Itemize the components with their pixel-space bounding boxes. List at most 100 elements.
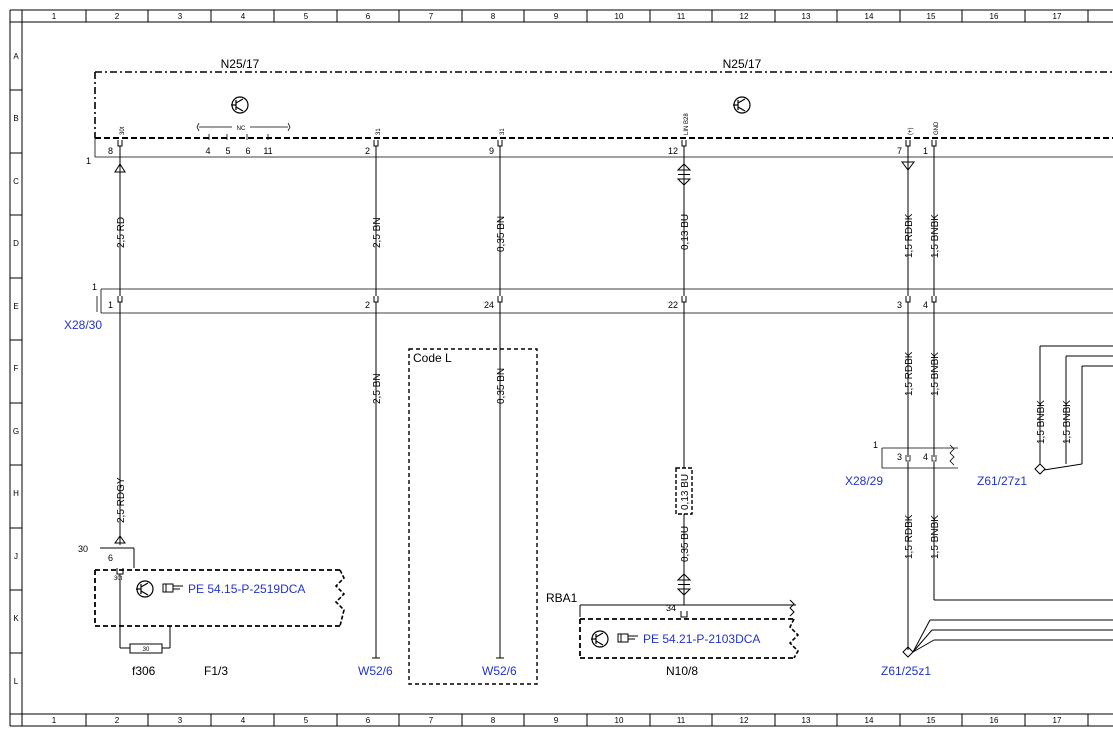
wire-label: 2,5 BN <box>372 373 383 404</box>
row-label-a: A <box>13 52 19 61</box>
component-label-z61-27z1[interactable]: Z61/27z1 <box>977 474 1027 488</box>
col-label-12: 12 <box>740 12 749 21</box>
pin-number: 34 <box>666 603 676 613</box>
wire-label: 0,35 BU <box>680 526 691 562</box>
pin-number: 11 <box>263 146 272 156</box>
pin-signal-lin: LIN B28 <box>684 113 690 135</box>
pin-marks-x28-30 <box>117 296 937 303</box>
col-label-11: 11 <box>677 12 686 21</box>
col-label-7: 7 <box>429 716 434 725</box>
pin-signal-plus: (+) <box>908 127 914 135</box>
plug-symbols <box>114 161 915 596</box>
component-label-n25-17: N25/17 <box>221 57 260 71</box>
wire-label: 1,5 RDBK <box>904 213 915 258</box>
splice-z61-25z1 <box>902 619 1113 658</box>
pointing-hand-icon <box>617 633 638 643</box>
pin-number: 3 <box>897 452 902 462</box>
pin-number: 6 <box>245 146 250 156</box>
col-label-6: 6 <box>366 12 371 21</box>
column-ticks-top <box>21 10 1089 22</box>
ground-label-w52-6[interactable]: W52/6 <box>358 664 393 678</box>
pin-number: 5 <box>225 146 230 156</box>
column-ticks-bottom <box>21 714 1089 726</box>
wire-label: 0,13 BU <box>680 214 691 250</box>
electronic-module-icon <box>591 630 609 648</box>
col-label-7: 7 <box>429 12 434 21</box>
electronic-module-icon <box>231 96 249 114</box>
wire-label: 1,5 BNBK <box>930 214 941 258</box>
wire-label: 0,35 BN <box>496 216 507 252</box>
col-label-15: 15 <box>927 12 936 21</box>
code-label: Code L <box>413 351 452 365</box>
n25-module-box <box>94 71 1113 139</box>
pin-number: 22 <box>668 300 678 310</box>
component-label-x28-29[interactable]: X28/29 <box>845 474 883 488</box>
wire-label: 0,13 BU <box>680 474 691 510</box>
fuse-value: 30 <box>143 647 150 653</box>
component-label-z61-25z1[interactable]: Z61/25z1 <box>881 664 931 678</box>
col-label-2: 2 <box>115 716 120 725</box>
splice-z61-27z1 <box>1034 345 1113 475</box>
pin-number: 9 <box>489 146 494 156</box>
col-label-14: 14 <box>865 716 874 725</box>
row-label-f: F <box>14 364 19 373</box>
wire-label: 1,5 BNBK <box>1036 400 1047 444</box>
component-label-rba1: RBA1 <box>546 591 578 605</box>
pin-number: 1 <box>923 146 928 156</box>
wire-label: 1,5 BNBK <box>930 352 941 396</box>
col-label-17: 17 <box>1053 12 1062 21</box>
code-l-box <box>408 348 538 685</box>
nc-bracket <box>196 122 291 140</box>
reference-link[interactable]: PE 54.21-P-2103DCA <box>643 632 760 646</box>
component-label-x28-30[interactable]: X28/30 <box>64 318 102 332</box>
wire-label: 2,5 RDGY <box>116 477 127 523</box>
wire-label: 1,5 BNBK <box>1062 400 1073 444</box>
pin-number: 3 <box>897 300 902 310</box>
connector-label-1: 1 <box>86 156 91 166</box>
row-label-e: E <box>13 302 18 311</box>
col-label-13: 13 <box>802 716 811 725</box>
col-label-14: 14 <box>865 12 874 21</box>
col-label-1: 1 <box>52 12 57 21</box>
row-label-h: H <box>13 489 19 498</box>
row-labels: A B C D E F G H J K L <box>13 52 19 686</box>
pin-signal-31: 31 <box>500 128 506 135</box>
col-label-9: 9 <box>554 12 559 21</box>
wire-label: 2,5 RD <box>116 217 127 248</box>
wire-label: 1,5 RDBK <box>904 351 915 396</box>
col-label-8: 8 <box>491 716 496 725</box>
col-label-17: 17 <box>1053 716 1062 725</box>
component-label-f1-3: F1/3 <box>204 664 228 678</box>
col-label-9: 9 <box>554 716 559 725</box>
connector-label-1: 1 <box>92 282 97 292</box>
pin-number: 7 <box>897 146 902 156</box>
col-label-15: 15 <box>927 716 936 725</box>
col-label-1: 1 <box>52 716 57 725</box>
pin-number: 4 <box>923 452 928 462</box>
reference-link[interactable]: PE 54.15-P-2519DCA <box>188 582 305 596</box>
col-label-5: 5 <box>304 12 309 21</box>
col-label-10: 10 <box>615 12 624 21</box>
col-label-16: 16 <box>990 716 999 725</box>
wire-label: 0,35 BN <box>496 368 507 404</box>
pin-marks-n25 <box>117 140 937 147</box>
col-label-16: 16 <box>990 12 999 21</box>
component-label-n25-17: N25/17 <box>723 57 762 71</box>
wire-label: 1,5 BNBK <box>930 515 941 559</box>
col-label-10: 10 <box>615 716 624 725</box>
fuse-label-f306: f306 <box>132 664 156 678</box>
pin-number: 1 <box>108 300 113 310</box>
pin-signal-30t: 30t <box>120 126 126 135</box>
pointing-hand-icon <box>162 583 183 593</box>
pin-number: 8 <box>108 146 113 156</box>
connector-strip-x28-30 <box>96 288 1113 314</box>
col-label-4: 4 <box>241 716 246 725</box>
electronic-module-icon <box>733 96 751 114</box>
row-label-d: D <box>13 239 19 248</box>
pin-number: 2 <box>365 146 370 156</box>
ground-label-w52-6[interactable]: W52/6 <box>482 664 517 678</box>
pin-number: 2 <box>365 300 370 310</box>
fuse-label-30: 30 <box>78 544 88 554</box>
col-label-3: 3 <box>178 12 183 21</box>
